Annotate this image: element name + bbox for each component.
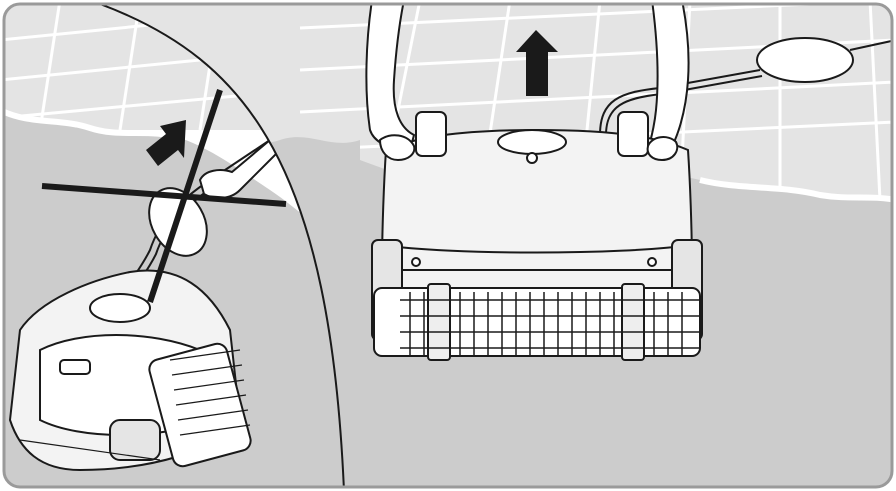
brush-bristles — [400, 292, 700, 356]
arrow-diagonal-icon — [146, 120, 186, 166]
water-line — [699, 177, 892, 203]
pool-robot-tilted — [8, 269, 252, 472]
tilted-brush-bristles — [19, 349, 251, 461]
arrow-up-icon — [516, 30, 558, 96]
panel-divider-curve — [99, 4, 345, 487]
arms — [365, 4, 690, 158]
cable-float — [756, 37, 854, 83]
pool-robot-upright — [371, 111, 703, 361]
incorrect-cross-mark — [41, 89, 287, 303]
hands — [378, 134, 679, 162]
left-panel-wrong-method — [4, 4, 344, 487]
